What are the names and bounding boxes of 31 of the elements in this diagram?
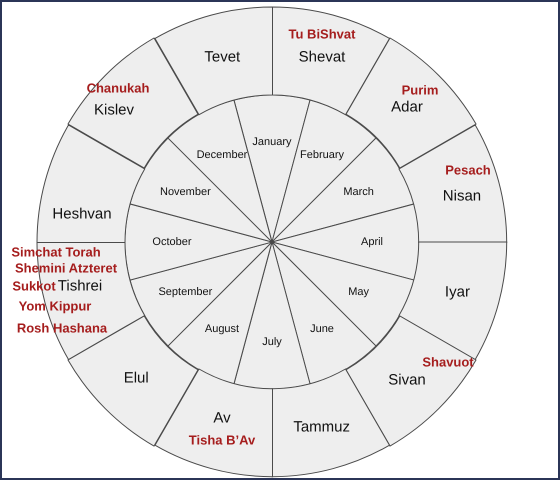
month-label: December [196,149,248,162]
month-label: Adar [391,98,423,116]
holiday-label: Yom Kippur [18,298,92,314]
month-label: January [252,136,292,148]
month-label: Tammuz [293,418,350,436]
month-label: Heshvan [52,206,112,222]
month-label: August [204,322,240,335]
holiday-label: Shavuot [422,354,474,370]
month-label: Sivan [388,372,426,388]
month-label: July [262,336,282,348]
month-label: May [348,286,369,298]
holiday-label: Tu BiShvat [288,26,356,42]
month-label: February [300,149,344,162]
month-label: Iyar [444,283,470,300]
month-label: June [310,322,334,335]
month-label: Tishrei [58,278,102,294]
month-label: Kislev [94,101,134,118]
holiday-label: Purim [402,82,438,98]
month-label: March [343,186,374,198]
month-label: September [158,286,212,298]
month-label: October [152,236,192,248]
holiday-label: Rosh Hashana [16,320,108,336]
holiday-label: Pesach [445,162,491,178]
month-label: Tevet [204,48,240,66]
month-label: Elul [124,369,149,386]
month-label: April [361,236,383,248]
month-label: Nisan [442,188,482,204]
month-label: Av [213,409,231,426]
month-label: Shevat [298,48,346,66]
month-label: November [160,186,211,198]
holiday-label: Tisha B’Av [188,432,256,448]
